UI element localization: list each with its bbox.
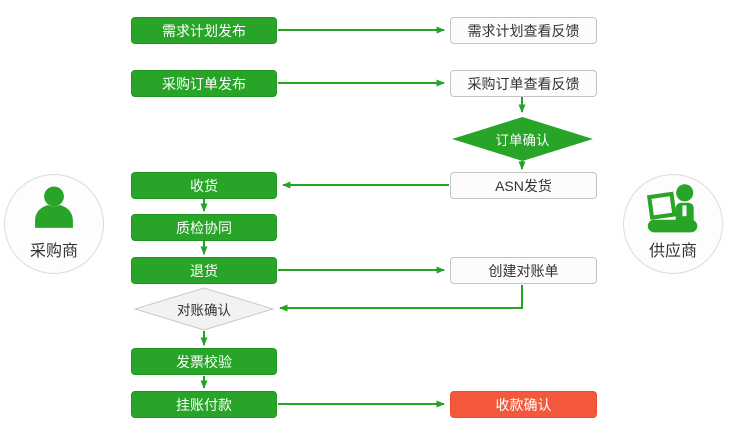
node-po-feedback: 采购订单查看反馈	[450, 70, 597, 97]
node-receipt-confirm: 收款确认	[450, 391, 597, 418]
node-invoice-verify: 发票校验	[131, 348, 277, 375]
buyer-actor: 采购商	[4, 174, 104, 274]
person-bust-icon	[35, 186, 73, 228]
node-po-publish: 采购订单发布	[131, 70, 277, 97]
order-confirm-diamond	[452, 117, 593, 161]
node-quality-collab: 质检协同	[131, 214, 277, 241]
supplier-actor: 供应商	[623, 174, 723, 274]
node-asn-ship: ASN发货	[450, 172, 597, 199]
node-demand-plan-feedback: 需求计划查看反馈	[450, 17, 597, 44]
person-laptop-icon	[646, 184, 698, 233]
node-returns: 退货	[131, 257, 277, 284]
arrow-statement-to-confirm	[279, 285, 523, 312]
statement-confirm-diamond	[133, 287, 275, 331]
node-statement-confirm-label: 对账确认	[177, 302, 231, 318]
buyer-label: 采购商	[29, 243, 78, 260]
node-create-statement: 创建对账单	[450, 257, 597, 284]
supplier-label: 供应商	[648, 243, 697, 260]
node-order-confirm-label: 订单确认	[495, 133, 550, 148]
node-receiving: 收货	[131, 172, 277, 199]
node-demand-plan-publish: 需求计划发布	[131, 17, 277, 44]
node-book-payment: 挂账付款	[131, 391, 277, 418]
